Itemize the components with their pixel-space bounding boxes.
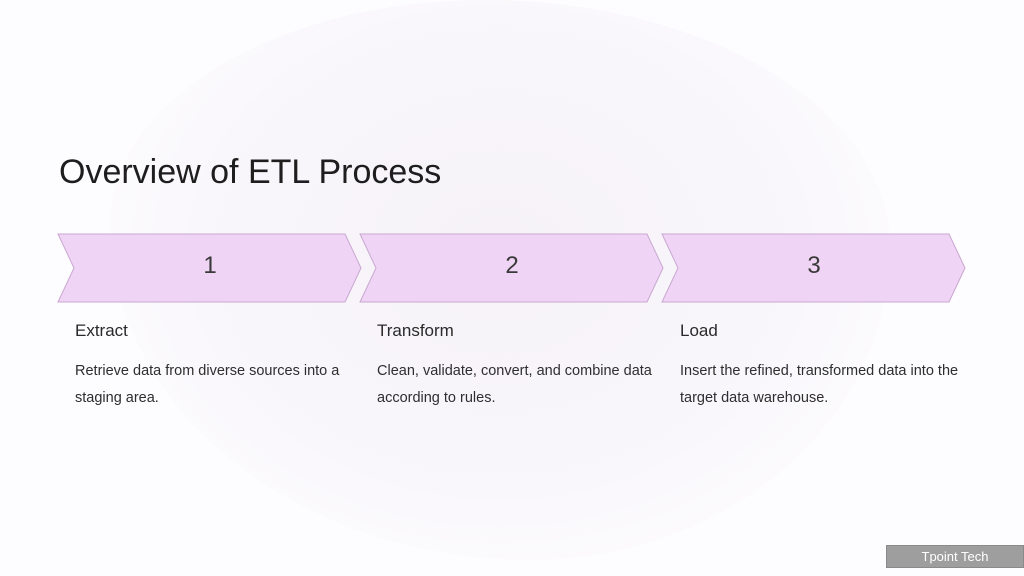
step-number: 1 [203,252,217,279]
step-description: Insert the refined, transformed data int… [680,363,959,406]
step-number: 3 [807,252,821,279]
step-transform: Transform Clean, validate, convert, and … [377,318,657,412]
chevron-arrow-icon [661,233,966,303]
chevron-step-2: 2 [359,233,664,303]
watermark-badge: Tpoint Tech [886,545,1024,568]
step-description: Retrieve data from diverse sources into … [75,363,340,406]
step-number: 2 [505,252,519,279]
step-description: Clean, validate, convert, and combine da… [377,363,652,406]
step-title: Transform [377,321,454,340]
step-title: Load [680,321,718,340]
slide-title: Overview of ETL Process [59,153,442,191]
step-extract: Extract Retrieve data from diverse sourc… [75,318,355,412]
chevron-arrow-icon [57,233,362,303]
step-title: Extract [75,321,128,340]
chevron-arrow-icon [359,233,664,303]
step-load: Load Insert the refined, transformed dat… [680,318,960,412]
chevron-step-3: 3 [661,233,966,303]
chevron-step-1: 1 [57,233,362,303]
